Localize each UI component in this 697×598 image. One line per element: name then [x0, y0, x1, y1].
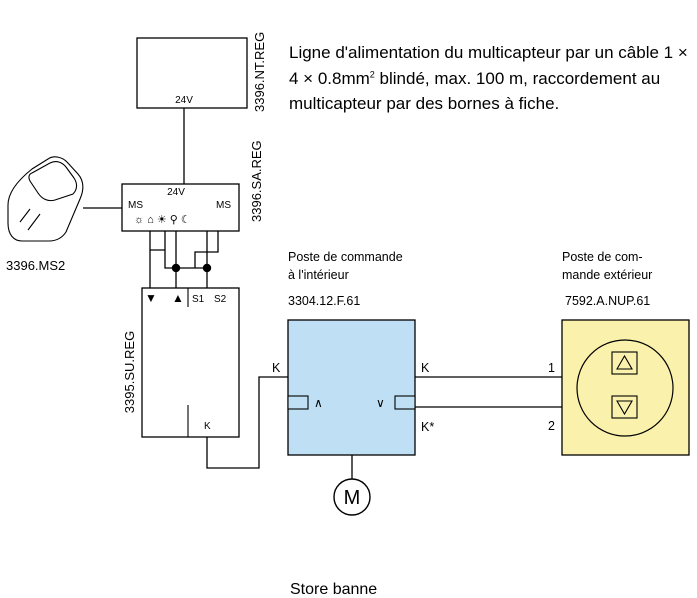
indoor-k-left: K [272, 361, 281, 375]
outdoor-term-1: 1 [548, 361, 555, 375]
cable-description: Ligne d'alimentation du multicapteur par… [289, 40, 689, 117]
ms2-id: 3396.MS2 [6, 258, 65, 273]
sa-reg-ms-left: MS [128, 200, 143, 211]
indoor-down-symbol: ∨ [376, 396, 385, 410]
nt-reg-voltage: 24V [175, 95, 193, 106]
nt-reg-id: 3396.NT.REG [252, 32, 267, 112]
motor: M [333, 478, 371, 516]
desc-sup: 2 [369, 68, 375, 79]
indoor-id: 3304.12.F.61 [288, 294, 360, 308]
sa-reg-ms-right: MS [216, 200, 231, 211]
outdoor-id: 7592.A.NUP.61 [565, 294, 650, 308]
wire-k-indoor [206, 376, 288, 469]
wires [83, 108, 562, 479]
outdoor-control: Poste de com- mande extérieur 7592.A.NUP… [548, 250, 690, 456]
su-reg-k: K [204, 421, 211, 432]
indoor-k-star: K* [421, 420, 434, 434]
awning-label: Store banne [290, 581, 377, 598]
outdoor-dial [576, 339, 674, 437]
su-reg-down: ▼ [145, 291, 157, 305]
wire-tap-2 [194, 231, 219, 268]
su-reg-up: ▲ [172, 291, 184, 305]
wire-tap-3 [149, 231, 165, 251]
su-reg-device: ▼ ▲ S1 S2 K 3395.SU.REG [122, 287, 240, 438]
indoor-control: Poste de commande à l'intérieur 3304.12.… [272, 250, 434, 456]
indoor-box [287, 319, 416, 456]
outdoor-caption-2: mande extérieur [562, 268, 652, 282]
indoor-caption-1: Poste de commande [288, 250, 403, 264]
indoor-caption-2: à l'intérieur [288, 268, 349, 282]
outdoor-caption-1: Poste de com- [562, 250, 643, 264]
multisensor-icon [7, 156, 84, 242]
outdoor-down-arrow-icon [616, 400, 633, 416]
su-reg-s1: S1 [192, 294, 205, 305]
desc-part1: Ligne d'alimentation du multicapteur par… [289, 43, 688, 88]
sa-reg-id: 3396.SA.REG [249, 140, 264, 222]
su-reg-s2: S2 [214, 294, 227, 305]
outdoor-up-arrow-icon [616, 354, 633, 370]
indoor-up-symbol: ∧ [314, 396, 323, 410]
sa-reg-symbols: ☼ ⌂ ☀ ⚲ ☾ [134, 214, 191, 226]
indoor-button-up [287, 395, 309, 410]
wire-bus-a [164, 231, 208, 269]
nt-reg-device: 24V 3396.NT.REG [136, 32, 267, 112]
sa-reg-device: 24V MS MS ☼ ⌂ ☀ ⚲ ☾ 3396.SA.REG [121, 140, 264, 232]
sa-reg-voltage: 24V [167, 187, 185, 198]
motor-label: M [344, 487, 361, 509]
indoor-k-right: K [421, 361, 430, 375]
junction-dot-2 [202, 263, 212, 273]
outdoor-term-2: 2 [548, 419, 555, 433]
indoor-button-down [394, 395, 416, 410]
su-reg-id: 3395.SU.REG [122, 331, 137, 413]
junction-dot-1 [171, 263, 181, 273]
desc-part2: blindé, max. 100 m, raccordement au mult… [289, 68, 661, 114]
